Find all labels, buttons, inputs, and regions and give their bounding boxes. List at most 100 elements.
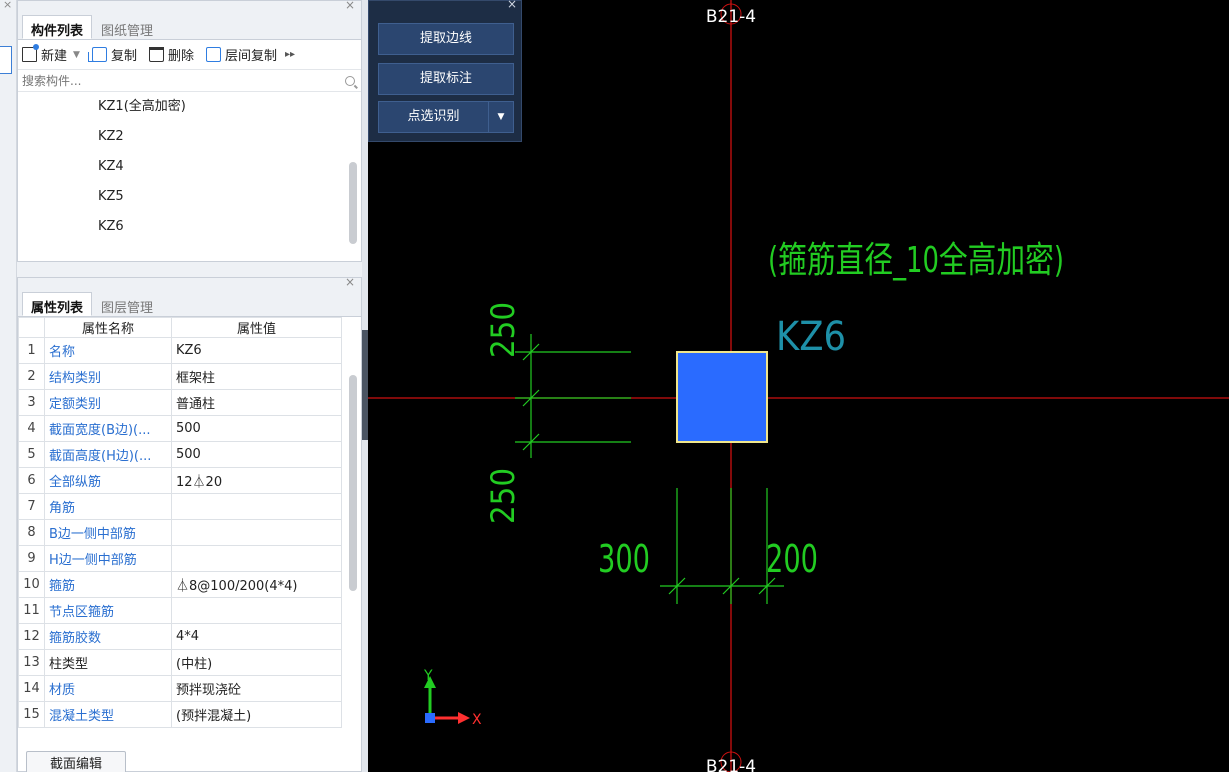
axis-bubble-top — [720, 3, 742, 25]
component-panel-tabs: 构件列表 图纸管理 — [18, 13, 361, 40]
close-icon[interactable]: × — [506, 0, 517, 11]
list-item[interactable]: KZ5 — [98, 189, 124, 204]
row-index: 7 — [18, 493, 45, 520]
property-value-cell[interactable]: ⏃8@100/200(4*4) — [171, 571, 342, 598]
property-value-cell[interactable]: 框架柱 — [171, 363, 342, 390]
tab-layer-management[interactable]: 图层管理 — [101, 301, 154, 316]
extract-edge-button[interactable]: 提取边线 — [378, 23, 514, 55]
property-value-cell[interactable]: KZ6 — [171, 337, 342, 364]
dock-tab[interactable] — [0, 46, 12, 74]
dimension-text-left: 300 — [598, 537, 650, 581]
list-item[interactable]: KZ6 — [98, 219, 124, 234]
column-kz6[interactable] — [676, 351, 768, 443]
panel-titlebar: × — [18, 0, 361, 13]
axis-bubble-bottom — [720, 751, 742, 772]
point-recognize-button[interactable]: 点选识别 — [379, 102, 489, 132]
row-index: 15 — [18, 701, 45, 728]
property-name-cell: 角筋 — [44, 493, 172, 520]
property-name-cell: 混凝土类型 — [44, 701, 172, 728]
tab-drawing-management[interactable]: 图纸管理 — [101, 24, 154, 39]
panel-resize-bar[interactable] — [362, 0, 368, 772]
layer-copy-icon — [205, 47, 221, 62]
tab-property-list[interactable]: 属性列表 — [22, 292, 93, 316]
list-item[interactable]: KZ1(全高加密) — [98, 99, 186, 114]
property-value-cell[interactable]: 500 — [171, 415, 342, 442]
search-icon[interactable] — [345, 75, 355, 86]
copy-button[interactable]: 复制 — [87, 45, 137, 64]
new-button[interactable]: 新建 ▼ — [22, 44, 80, 64]
layer-copy-button-label: 层间复制 — [224, 49, 277, 64]
close-icon[interactable]: × — [3, 0, 13, 11]
close-icon[interactable]: × — [344, 0, 355, 12]
close-icon[interactable]: × — [344, 275, 355, 289]
property-value-cell[interactable]: 4*4 — [171, 623, 342, 650]
row-index: 11 — [18, 597, 45, 624]
property-name-cell: 节点区箍筋 — [44, 597, 172, 624]
property-value-cell[interactable]: (中柱) — [171, 649, 342, 676]
row-index: 10 — [18, 571, 45, 598]
property-value-cell[interactable]: 预拌现浇砼 — [171, 675, 342, 702]
table-header-row: 属性名称 属性值 — [18, 317, 342, 338]
trash-icon — [148, 47, 164, 62]
row-index: 12 — [18, 623, 45, 650]
property-name-cell: 箍筋胶数 — [44, 623, 172, 650]
component-list-scrollbar[interactable] — [349, 162, 357, 244]
new-file-icon — [22, 44, 39, 62]
collapse-handle[interactable] — [362, 330, 368, 440]
extract-annotation-button[interactable]: 提取标注 — [378, 63, 514, 95]
property-value-cell[interactable]: 500 — [171, 441, 342, 468]
axis-label-bottom: B21-4 — [706, 757, 756, 772]
panel-splitter[interactable] — [17, 262, 362, 277]
delete-button[interactable]: 删除 — [148, 45, 194, 64]
row-index: 13 — [18, 649, 45, 676]
row-index: 3 — [18, 389, 45, 416]
property-value-cell[interactable] — [171, 597, 342, 624]
property-table-scrollbar[interactable] — [349, 375, 357, 591]
list-item[interactable]: KZ4 — [98, 159, 124, 174]
list-item[interactable]: KZ2 — [98, 129, 124, 144]
ucs-x-label: X — [472, 712, 482, 728]
property-name-cell: 全部纵筋 — [44, 467, 172, 494]
property-value-cell[interactable]: 普通柱 — [171, 389, 342, 416]
stirrup-annotation[interactable]: (箍筋直径_10全高加密) — [768, 240, 1064, 281]
property-name-cell: 名称 — [44, 337, 172, 364]
chevron-down-icon[interactable]: ▼ — [497, 112, 505, 122]
property-value-cell[interactable] — [171, 519, 342, 546]
property-value-cell[interactable] — [171, 493, 342, 520]
panel-titlebar: × — [18, 275, 361, 290]
more-tools-icon[interactable]: ▸▸ — [284, 49, 296, 60]
chevron-down-icon[interactable]: ▼ — [73, 49, 80, 60]
property-value-cell[interactable]: (预拌混凝土) — [171, 701, 342, 728]
property-value-cell[interactable] — [171, 545, 342, 572]
row-index: 2 — [18, 363, 45, 390]
component-search — [18, 70, 361, 92]
tab-component-list[interactable]: 构件列表 — [22, 15, 93, 39]
axis-label-top: B21-4 — [706, 7, 756, 27]
search-input[interactable] — [22, 73, 302, 88]
row-index: 14 — [18, 675, 45, 702]
property-value-cell[interactable]: 12⏃20 — [171, 467, 342, 494]
property-name-cell: B边一侧中部筋 — [44, 519, 172, 546]
row-index: 1 — [18, 337, 45, 364]
header-property-value: 属性值 — [171, 317, 342, 338]
property-name-cell: 柱类型 — [44, 649, 172, 676]
section-edit-button[interactable]: 截面编辑 — [26, 751, 126, 772]
layer-copy-button[interactable]: 层间复制 — [205, 45, 277, 64]
column-label[interactable]: KZ6 — [776, 314, 846, 360]
